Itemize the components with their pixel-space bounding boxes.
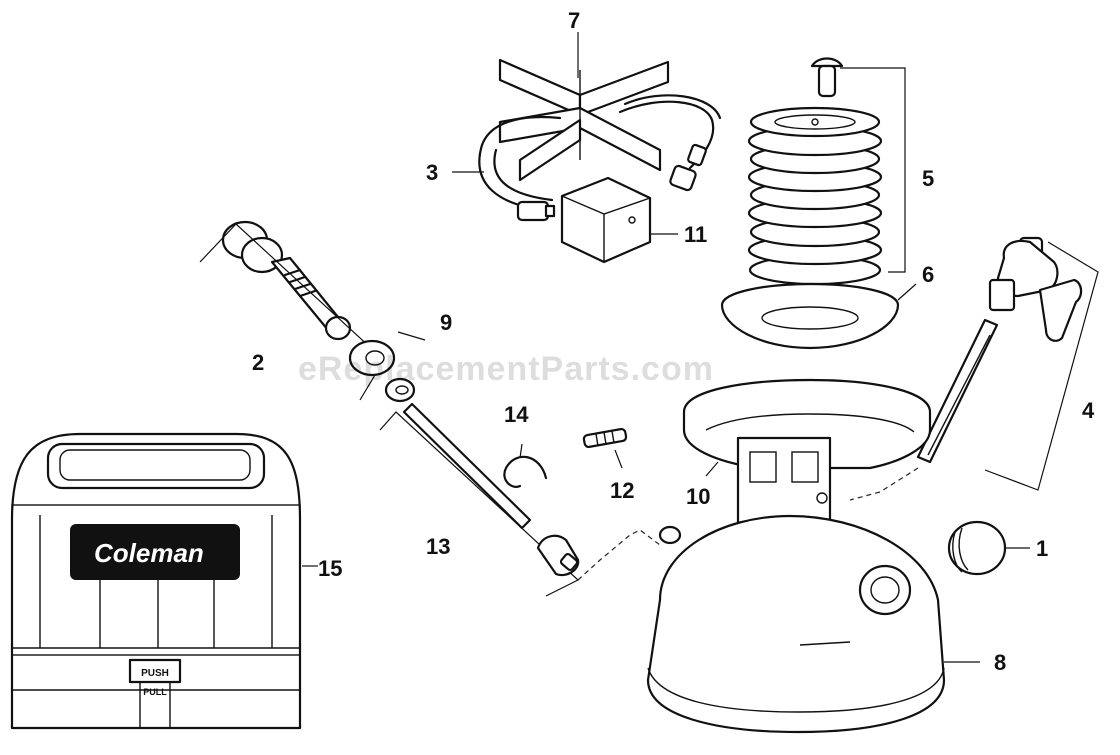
case-button-pull-label: PULL <box>143 687 167 697</box>
part-11-bracket[interactable] <box>560 176 652 264</box>
watermark-text: eReplacementParts.com <box>298 350 714 388</box>
callout-3: 3 <box>426 160 438 185</box>
callout-1: 1 <box>1036 536 1048 561</box>
part-2-valve-stem[interactable] <box>199 220 385 401</box>
case-button-push-label: PUSH <box>141 668 169 679</box>
part-10-burner-head[interactable] <box>682 378 932 526</box>
callout-12: 12 <box>610 478 634 503</box>
callout-4: 4 <box>1082 398 1095 423</box>
callout-2: 2 <box>252 350 264 375</box>
callout-6: 6 <box>922 262 934 287</box>
part-5-burner-rings[interactable] <box>747 57 906 286</box>
part-6-bowl[interactable] <box>720 282 900 350</box>
part-1-fill-cap[interactable] <box>947 520 1030 576</box>
callout-8: 8 <box>994 650 1006 675</box>
callout-10: 10 <box>686 484 710 509</box>
case-logo-text: Coleman <box>94 538 204 568</box>
part-15-carrying-case[interactable] <box>10 432 318 730</box>
callout-13: 13 <box>426 534 450 559</box>
callout-5: 5 <box>922 166 934 191</box>
part-3-generator[interactable] <box>478 94 722 222</box>
part-4-valve[interactable] <box>916 236 1099 491</box>
part-9-packing[interactable] <box>348 331 426 403</box>
part-7-grate[interactable] <box>498 58 670 182</box>
part-12-screw[interactable] <box>582 427 628 469</box>
callout-11: 11 <box>684 222 707 247</box>
callout-9: 9 <box>440 310 452 335</box>
callout-15: 15 <box>318 556 342 581</box>
part-13-needle[interactable] <box>379 402 580 597</box>
part-14-clip[interactable] <box>503 443 548 488</box>
callout-14: 14 <box>504 402 529 427</box>
callout-7: 7 <box>568 8 580 33</box>
part-8-fuel-tank[interactable] <box>577 467 980 734</box>
